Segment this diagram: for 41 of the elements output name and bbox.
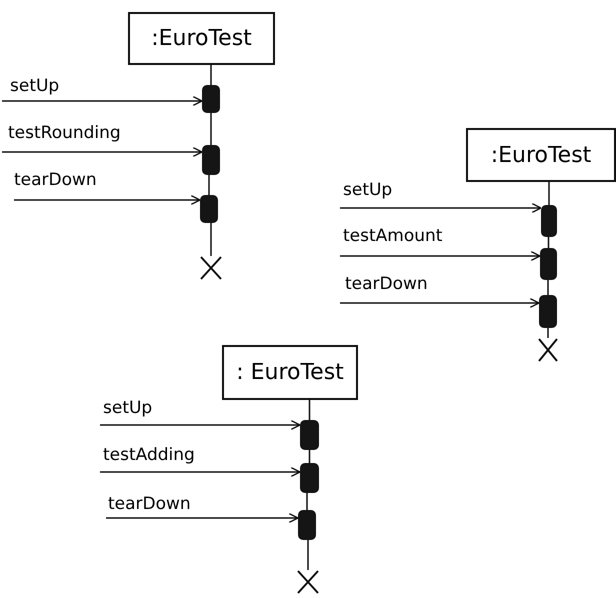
object-box: : EuroTest (222, 345, 358, 400)
destruction-mark (200, 256, 222, 280)
message-arrow (340, 250, 541, 262)
edge-label: testRounding (8, 123, 121, 143)
edge-label: setUp (10, 76, 60, 96)
lifeline (307, 540, 309, 570)
object-box: :EuroTest (466, 128, 616, 182)
message-arrow (340, 202, 542, 214)
activation-bar (300, 463, 319, 493)
destruction-mark (538, 338, 558, 362)
lifeline (547, 328, 549, 338)
message-arrow (100, 466, 301, 478)
edge-label: setUp (343, 180, 392, 200)
lifeline (548, 237, 550, 248)
activation-bar (540, 248, 557, 280)
lifeline (210, 223, 212, 256)
message-arrow (106, 512, 299, 524)
message-arrow (2, 146, 203, 158)
destruction-mark (297, 570, 319, 594)
activation-bar (298, 510, 316, 540)
lifeline (208, 175, 210, 195)
lifeline (306, 493, 308, 510)
message-arrow (100, 420, 301, 430)
object-box: :EuroTest (128, 12, 275, 65)
activation-bar (541, 205, 557, 237)
activation-bar (202, 145, 220, 175)
edge-label: testAdding (103, 445, 195, 465)
message-arrow (2, 96, 203, 106)
activation-bar (200, 195, 218, 223)
message-arrow (340, 298, 540, 308)
lifeline (308, 400, 310, 420)
lifeline (547, 280, 549, 295)
activation-bar (300, 420, 319, 450)
message-arrow (14, 194, 201, 206)
edge-label: setUp (103, 398, 152, 418)
lifeline (548, 182, 550, 205)
activation-bar (539, 295, 557, 328)
activation-bar (202, 85, 220, 113)
lifeline (308, 450, 310, 463)
lifeline (210, 65, 212, 85)
lifeline (210, 113, 212, 145)
